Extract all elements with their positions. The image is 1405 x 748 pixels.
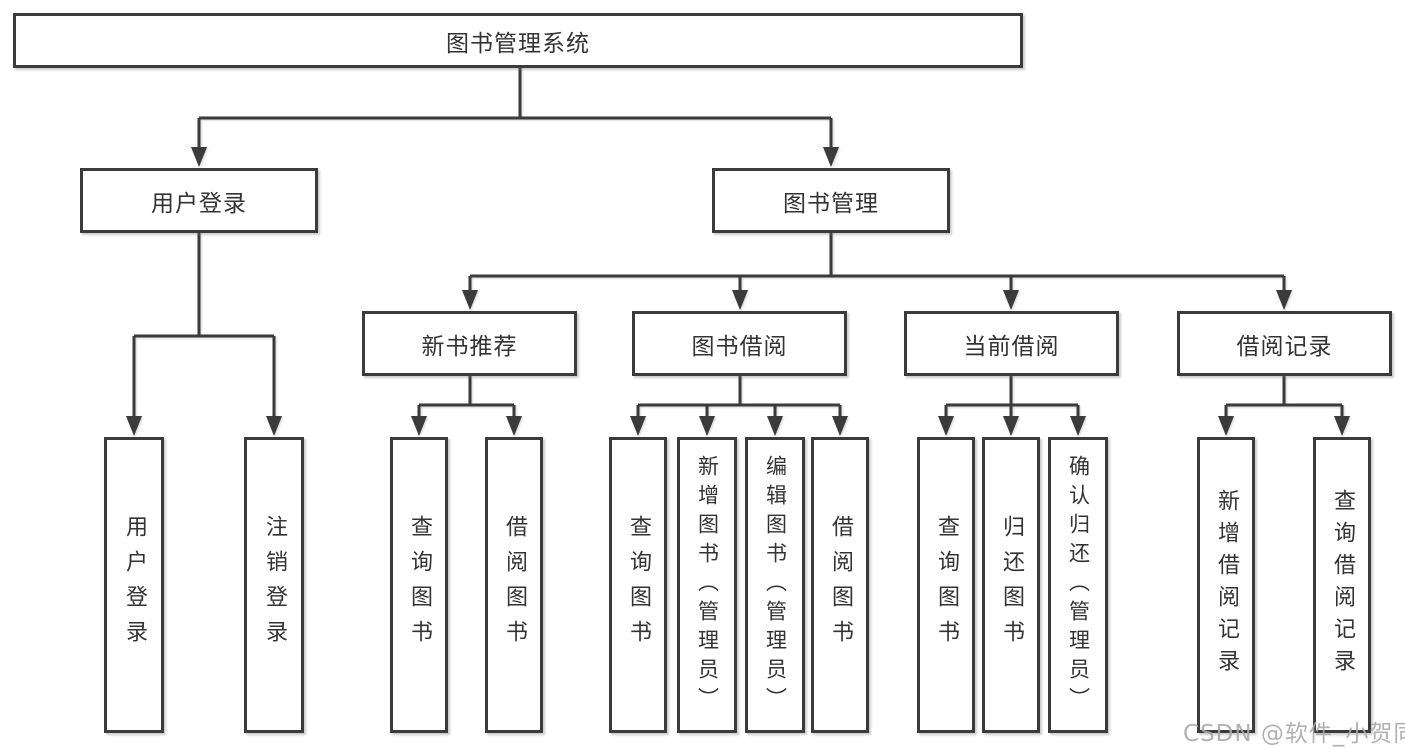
node-borrow-books-leaf-label: 借阅图书 — [828, 515, 853, 655]
node-add-borrow-record: 新增借阅记录 — [1197, 437, 1255, 733]
node-borrowing-records: 借阅记录 — [1177, 311, 1392, 376]
node-query-books-current-label: 查询图书 — [934, 515, 959, 655]
node-borrow-books-recommend: 借阅图书 — [485, 437, 543, 733]
node-query-borrow-record-label: 查询借阅记录 — [1330, 489, 1355, 681]
node-logout-label: 注销登录 — [262, 515, 287, 655]
node-query-books-current: 查询图书 — [917, 437, 975, 733]
node-user-login-leaf-label: 用户登录 — [122, 515, 147, 655]
node-new-book-recommendation: 新书推荐 — [362, 311, 577, 376]
node-edit-book-admin-label: 编辑图书（管理员） — [763, 454, 788, 716]
node-confirm-return-admin-label: 确认归还（管理员） — [1066, 454, 1091, 716]
node-borrow-books-leaf: 借阅图书 — [811, 437, 869, 733]
node-return-books: 归还图书 — [982, 437, 1040, 733]
node-current-borrowing: 当前借阅 — [904, 311, 1119, 376]
node-user-login-leaf: 用户登录 — [104, 437, 164, 733]
node-add-book-admin: 新增图书（管理员） — [677, 437, 737, 733]
node-book-management: 图书管理 — [712, 168, 950, 233]
node-query-borrow-record: 查询借阅记录 — [1313, 437, 1371, 733]
node-library-system: 图书管理系统 — [13, 13, 1023, 68]
node-user-login-branch: 用户登录 — [80, 168, 318, 233]
node-add-borrow-record-label: 新增借阅记录 — [1214, 489, 1239, 681]
node-return-books-label: 归还图书 — [999, 515, 1024, 655]
node-borrow-books-recommend-label: 借阅图书 — [502, 515, 527, 655]
node-edit-book-admin: 编辑图书（管理员） — [745, 437, 805, 733]
node-book-borrowing: 图书借阅 — [632, 311, 847, 376]
node-query-books-recommend-label: 查询图书 — [407, 515, 432, 655]
node-add-book-admin-label: 新增图书（管理员） — [695, 454, 720, 716]
csdn-watermark: CSDN @软件_小贺同学 — [1183, 721, 1405, 747]
node-logout: 注销登录 — [244, 437, 304, 733]
node-query-books-borrow: 查询图书 — [609, 437, 667, 733]
node-query-books-borrow-label: 查询图书 — [626, 515, 651, 655]
node-confirm-return-admin: 确认归还（管理员） — [1048, 437, 1108, 733]
node-query-books-recommend: 查询图书 — [390, 437, 448, 733]
